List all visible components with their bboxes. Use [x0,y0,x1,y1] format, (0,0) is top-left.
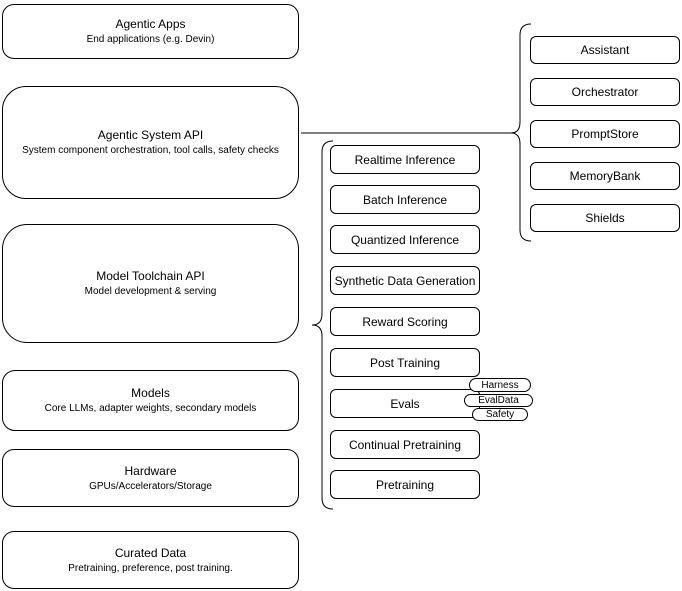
layer-title: Models [131,386,170,400]
node-label: Realtime Inference [354,152,456,167]
node-label: Post Training [369,355,441,370]
node-label: Synthetic Data Generation [334,273,476,288]
layer-hardware: Hardware GPUs/Accelerators/Storage [2,449,299,507]
node-label: Quantized Inference [350,232,460,247]
node-label: Evals [390,396,420,411]
layer-curated-data: Curated Data Pretraining, preference, po… [2,531,299,589]
layer-agentic-system-api: Agentic System API System component orch… [2,86,299,199]
component-label: PromptStore [571,127,639,141]
tag-label: EvalData [478,395,519,406]
tag-safety: Safety [472,408,528,421]
component-label: Shields [585,211,625,225]
component-label: Orchestrator [571,85,639,99]
node-continual-pretraining: Continual Pretraining [330,430,480,459]
node-pretraining: Pretraining [330,470,480,499]
node-evals: Evals [330,389,480,418]
layer-subtitle: System component orchestration, tool cal… [22,145,279,156]
component-shields: Shields [530,204,680,232]
node-reward-scoring: Reward Scoring [330,307,480,336]
layer-model-toolchain-api: Model Toolchain API Model development & … [2,224,299,343]
node-quantized-inference: Quantized Inference [330,225,480,254]
component-assistant: Assistant [530,36,680,64]
layer-models: Models Core LLMs, adapter weights, secon… [2,370,299,431]
system-components-bracket [510,23,532,242]
node-label: Batch Inference [362,192,448,207]
layer-title: Hardware [124,463,177,478]
component-memorybank: MemoryBank [530,162,680,190]
component-label: MemoryBank [569,169,641,183]
component-orchestrator: Orchestrator [530,78,680,106]
component-label: Assistant [580,43,630,57]
node-label: Reward Scoring [362,314,448,329]
layer-title: Curated Data [114,545,187,560]
layer-title: Agentic Apps [115,17,186,31]
node-post-training: Post Training [330,348,480,377]
layer-title: Model Toolchain API [96,269,205,283]
node-label: Pretraining [375,477,435,492]
tag-harness: Harness [469,378,531,392]
node-label: Continual Pretraining [348,437,462,452]
layer-subtitle: Core LLMs, adapter weights, secondary mo… [44,403,257,414]
layer-title: Agentic System API [97,128,204,142]
tag-label: Harness [481,379,519,391]
layer-subtitle: End applications (e.g. Devin) [86,34,215,45]
node-synthetic-data-generation: Synthetic Data Generation [330,266,480,295]
tag-label: Safety [485,409,515,420]
tag-evaldata: EvalData [464,394,533,407]
node-batch-inference: Batch Inference [330,185,480,214]
layer-subtitle: GPUs/Accelerators/Storage [89,480,212,492]
node-realtime-inference: Realtime Inference [330,145,480,174]
component-promptstore: PromptStore [530,120,680,148]
layer-agentic-apps: Agentic Apps End applications (e.g. Devi… [2,4,299,59]
layer-subtitle: Pretraining, preference, post training. [68,562,233,574]
layer-subtitle: Model development & serving [84,286,217,297]
